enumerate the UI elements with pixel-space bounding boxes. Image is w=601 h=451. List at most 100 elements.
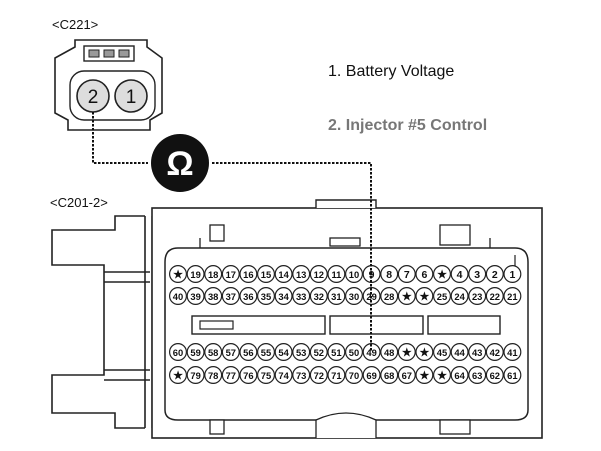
c201-pin <box>433 366 452 385</box>
legend-item-1: 1. Battery Voltage <box>328 63 454 80</box>
c201-pin <box>169 366 188 385</box>
c201-pin-label: 53 <box>296 347 306 358</box>
c201-pin <box>362 366 381 385</box>
c201-pin-label: 58 <box>208 347 218 358</box>
c201-pin <box>397 343 416 362</box>
c201-pin-empty-mark: ★ <box>419 370 429 382</box>
c201-pin-label: 37 <box>226 291 236 302</box>
c201-pin-label: 50 <box>349 347 359 358</box>
c201-pin <box>204 343 223 362</box>
c201-pin <box>309 287 328 306</box>
c201-pin <box>309 366 328 385</box>
c201-pin <box>257 287 276 306</box>
c201-pin <box>345 265 364 284</box>
c201-pin-label: 35 <box>261 291 271 302</box>
c201-pin <box>239 287 258 306</box>
c201-pin-label: 49 <box>366 347 376 358</box>
c201-pin-label: 70 <box>349 370 359 381</box>
c201-pin <box>186 366 205 385</box>
c201-pin <box>503 343 522 362</box>
c201-pin-label: 76 <box>243 370 253 381</box>
c201-pin <box>257 366 276 385</box>
c201-pin-label: 17 <box>226 269 236 280</box>
c201-pin-label: 45 <box>437 347 447 358</box>
c201-pin <box>309 343 328 362</box>
c201-pin <box>415 265 434 284</box>
c201-pin <box>397 287 416 306</box>
c201-pin-label: 25 <box>437 291 447 302</box>
c201-pin-label: 32 <box>314 291 324 302</box>
ohm-symbol: Ω <box>166 145 193 183</box>
c201-pin-label: 44 <box>454 347 465 358</box>
c201-pin <box>239 366 258 385</box>
c201-pin-label: 30 <box>349 291 359 302</box>
c201-pin-label: 41 <box>507 347 517 358</box>
c201-pin <box>327 287 346 306</box>
c201-pin-label: 64 <box>454 370 465 381</box>
c201-pin <box>450 287 469 306</box>
c201-pin-label: 79 <box>190 370 200 381</box>
c201-pin <box>239 265 258 284</box>
c201-pin <box>309 265 328 284</box>
c201-pin <box>468 343 487 362</box>
c201-pin-label: 9 <box>369 269 375 281</box>
c201-pin-label: 67 <box>402 370 412 381</box>
c201-pin <box>433 265 452 284</box>
c221-connector: 2 1 <box>54 39 163 131</box>
c201-pin-label: 40 <box>173 291 183 302</box>
c201-pin-label: 38 <box>208 291 218 302</box>
c201-pin-label: 72 <box>314 370 324 381</box>
c201-pin <box>397 366 416 385</box>
c201-pin <box>204 265 223 284</box>
c201-pin-label: 61 <box>507 370 517 381</box>
c201-pin-label: 39 <box>190 291 200 302</box>
c201-pin <box>257 265 276 284</box>
c201-pin-label: 75 <box>261 370 271 381</box>
c201-pin-label: 57 <box>226 347 236 358</box>
c201-pin-label: 62 <box>490 370 500 381</box>
c201-pin <box>274 287 293 306</box>
c201-pin <box>415 366 434 385</box>
c201-pin <box>468 366 487 385</box>
c201-pin <box>345 343 364 362</box>
c201-pin-label: 34 <box>278 291 289 302</box>
c201-pin <box>292 287 311 306</box>
c201-pin <box>221 366 240 385</box>
c201-pin-label: 36 <box>243 291 253 302</box>
ohmmeter-icon <box>151 134 209 192</box>
c201-pin <box>397 265 416 284</box>
c201-pin-empty-mark: ★ <box>419 291 429 303</box>
c201-pin <box>274 343 293 362</box>
c221-pin-1-label: 1 <box>126 87 137 108</box>
c201-pin-label: 63 <box>472 370 482 381</box>
c201-pin <box>485 343 504 362</box>
c201-pin <box>380 265 399 284</box>
c221-pin-2-label: 2 <box>88 87 99 108</box>
c201-pin <box>274 366 293 385</box>
c201-pin-label: 16 <box>243 269 253 280</box>
c201-pin-label: 7 <box>404 269 410 281</box>
c201-pin-empty-mark: ★ <box>437 370 447 382</box>
c201-pin <box>468 287 487 306</box>
c201-pin-label: 68 <box>384 370 394 381</box>
c201-pin <box>485 366 504 385</box>
c201-pin-label: 13 <box>296 269 306 280</box>
c201-pin <box>380 366 399 385</box>
c201-pin <box>415 343 434 362</box>
c201-pin-label: 60 <box>173 347 183 358</box>
c201-pin <box>503 366 522 385</box>
c201-pin-label: 55 <box>261 347 271 358</box>
c201-pin <box>221 287 240 306</box>
c201-pin-label: 77 <box>226 370 236 381</box>
c201-pin <box>415 287 434 306</box>
c201-pin <box>292 265 311 284</box>
c201-pin <box>433 343 452 362</box>
c201-pin <box>327 366 346 385</box>
c201-pin-label: 21 <box>507 291 517 302</box>
c201-pin-label: 52 <box>314 347 324 358</box>
c221-pin-1 <box>114 79 148 113</box>
c201-pin <box>186 343 205 362</box>
c201-pin <box>450 265 469 284</box>
